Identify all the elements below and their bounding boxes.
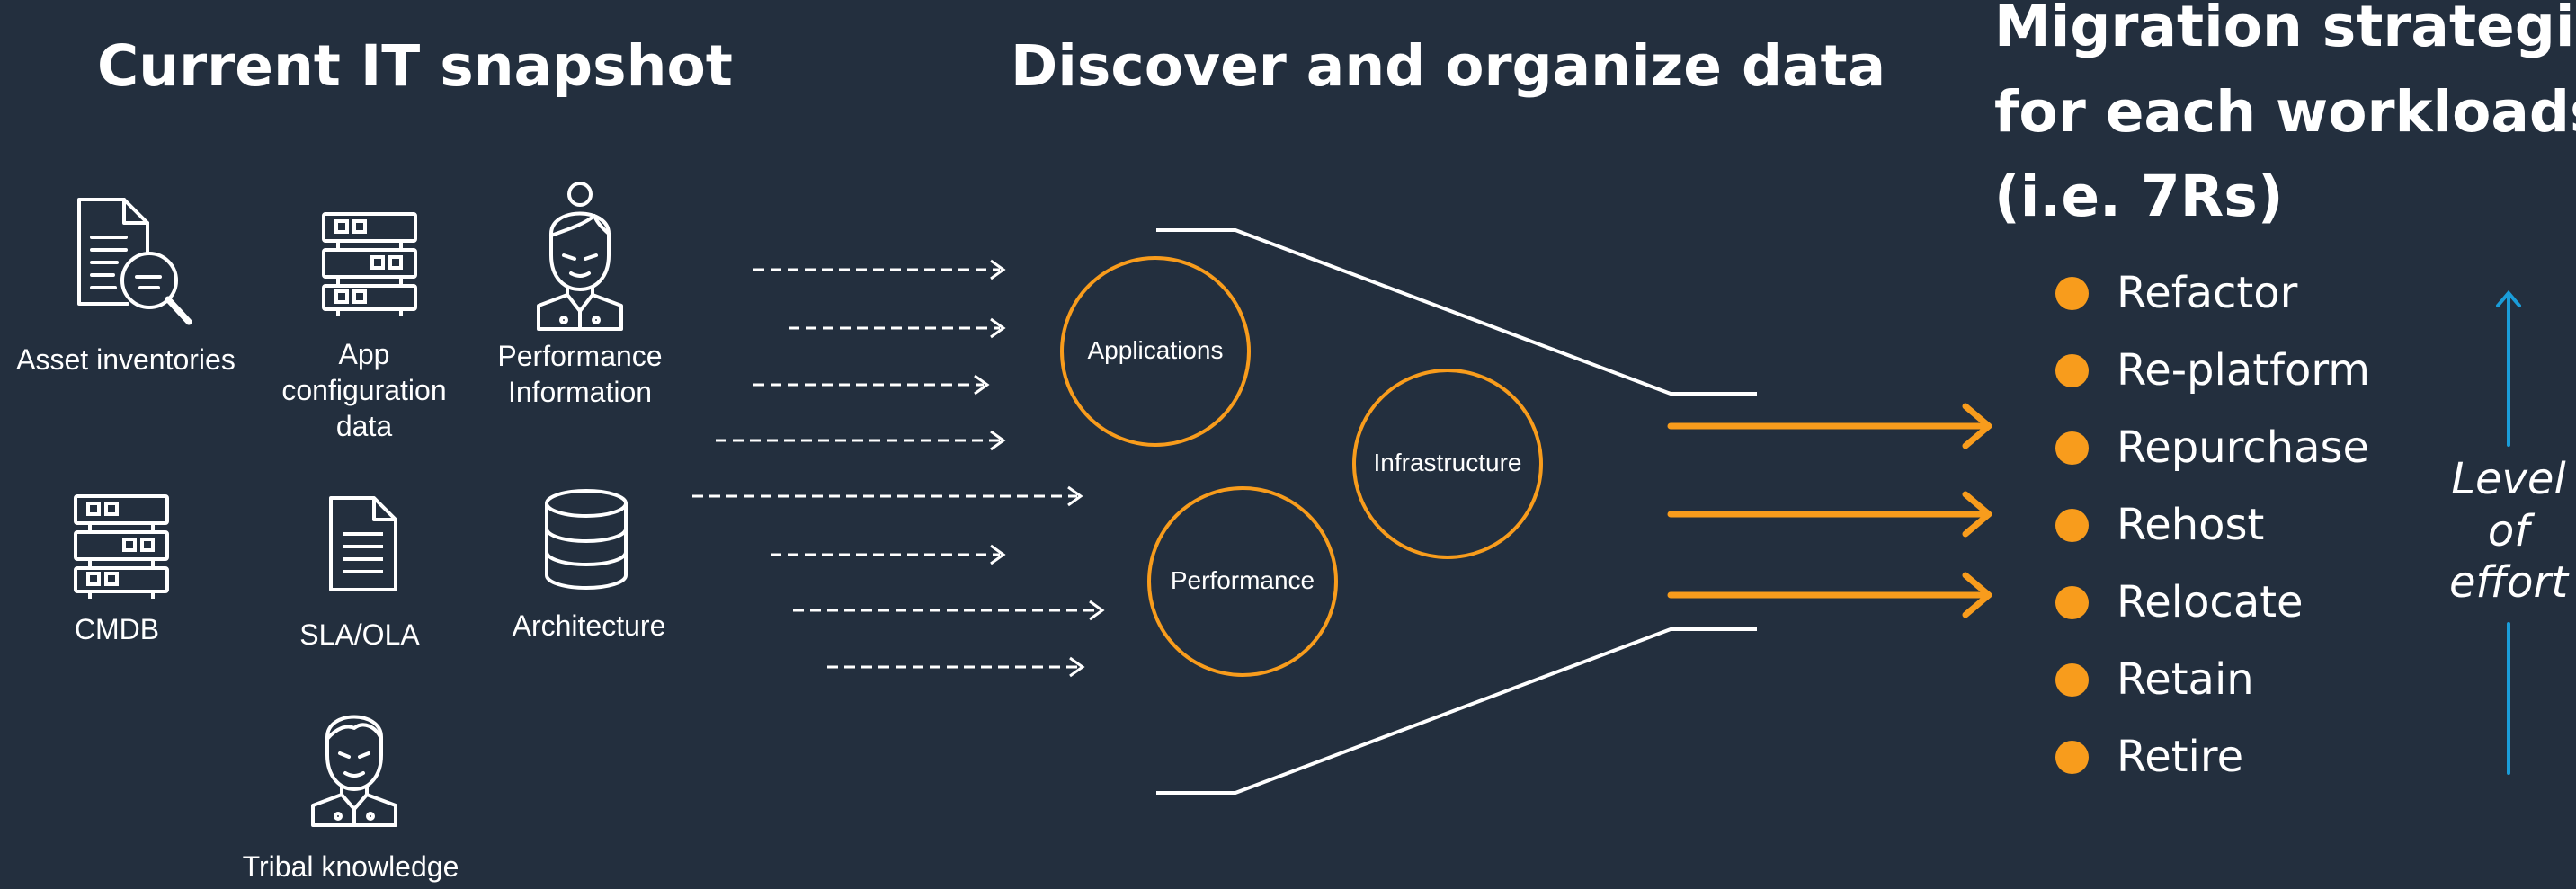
funnel-bottom-line	[1156, 627, 1757, 795]
strategy-retain: Retain	[2117, 654, 2254, 705]
source-label-line: Asset inventories	[16, 343, 236, 376]
source-label-architecture: Architecture	[486, 608, 692, 644]
strategy-re-platform: Re-platform	[2117, 345, 2370, 396]
heading-line-1: Migration strategies	[1994, 0, 2576, 59]
server-icon	[74, 494, 169, 599]
heading-current-it-snapshot: Current IT snapshot	[97, 33, 733, 99]
source-label-line: Performance	[497, 340, 663, 372]
source-label-cmdb: CMDB	[36, 611, 198, 647]
dashed-arrow	[771, 544, 1006, 565]
effort-line: Level	[2451, 454, 2566, 504]
circle-label-applications: Applications	[1087, 336, 1224, 364]
source-label-line: data	[335, 410, 393, 442]
strategy-bullet	[2055, 741, 2089, 774]
database-icon	[545, 489, 628, 591]
source-label-line: App	[338, 338, 390, 370]
source-label-sla-ola: SLA/OLA	[279, 617, 441, 653]
circle-label-infrastructure: Infrastructure	[1373, 449, 1522, 476]
source-label-app-configuration: App configuration data	[261, 336, 468, 444]
dashed-arrow	[753, 259, 1006, 280]
source-label-line: Information	[507, 376, 653, 408]
circle-performance	[1147, 486, 1338, 677]
strategy-bullet	[2055, 354, 2089, 387]
strategy-bullet	[2055, 586, 2089, 619]
orange-arrow	[1667, 572, 1992, 618]
source-label-line: Architecture	[512, 609, 666, 642]
funnel-top-line	[1156, 228, 1757, 396]
source-label-performance-information: Performance Information	[477, 338, 683, 410]
source-label-tribal-knowledge: Tribal knowledge	[216, 849, 486, 885]
source-label-line: SLA/OLA	[299, 618, 420, 651]
strategy-retire: Retire	[2117, 732, 2244, 782]
dashed-arrow	[789, 317, 1006, 339]
strategy-bullet	[2055, 431, 2089, 465]
circle-label-performance: Performance	[1170, 566, 1315, 594]
dashed-arrow	[692, 485, 1083, 507]
orange-arrow	[1667, 491, 1992, 538]
heading-line-3: (i.e. 7Rs)	[1994, 164, 2284, 229]
document-search-icon	[77, 198, 192, 325]
source-label-line: CMDB	[74, 613, 160, 645]
dashed-arrow	[827, 656, 1085, 678]
effort-line: effort	[2448, 557, 2569, 609]
strategy-relocate: Relocate	[2117, 577, 2304, 627]
circle-infrastructure	[1352, 369, 1543, 559]
level-of-effort-label: Level of effort	[2437, 454, 2576, 609]
dashed-arrow	[793, 600, 1105, 621]
strategy-rehost: Rehost	[2117, 500, 2265, 550]
dashed-arrow	[753, 374, 990, 396]
user-icon	[537, 182, 623, 331]
strategy-bullet	[2055, 509, 2089, 542]
dashed-arrow	[716, 430, 1006, 451]
strategy-bullet	[2055, 277, 2089, 310]
document-icon	[329, 496, 397, 591]
orange-arrow	[1667, 403, 1992, 449]
heading-discover-organize: Discover and organize data	[1011, 33, 1886, 99]
heading-migration-strategies: Migration strategies for each workloads …	[1994, 0, 2576, 240]
source-label-line: configuration	[281, 374, 447, 406]
user-icon	[311, 715, 397, 827]
strategy-repurchase: Repurchase	[2117, 422, 2370, 473]
strategy-bullet	[2055, 663, 2089, 697]
server-icon	[322, 212, 417, 316]
source-label-asset-inventories: Asset inventories	[0, 342, 252, 378]
effort-line: of	[2487, 505, 2530, 556]
strategy-refactor: Refactor	[2117, 268, 2298, 318]
source-label-line: Tribal knowledge	[242, 850, 459, 883]
heading-line-2: for each workloads	[1994, 78, 2576, 145]
circle-applications	[1060, 256, 1251, 447]
